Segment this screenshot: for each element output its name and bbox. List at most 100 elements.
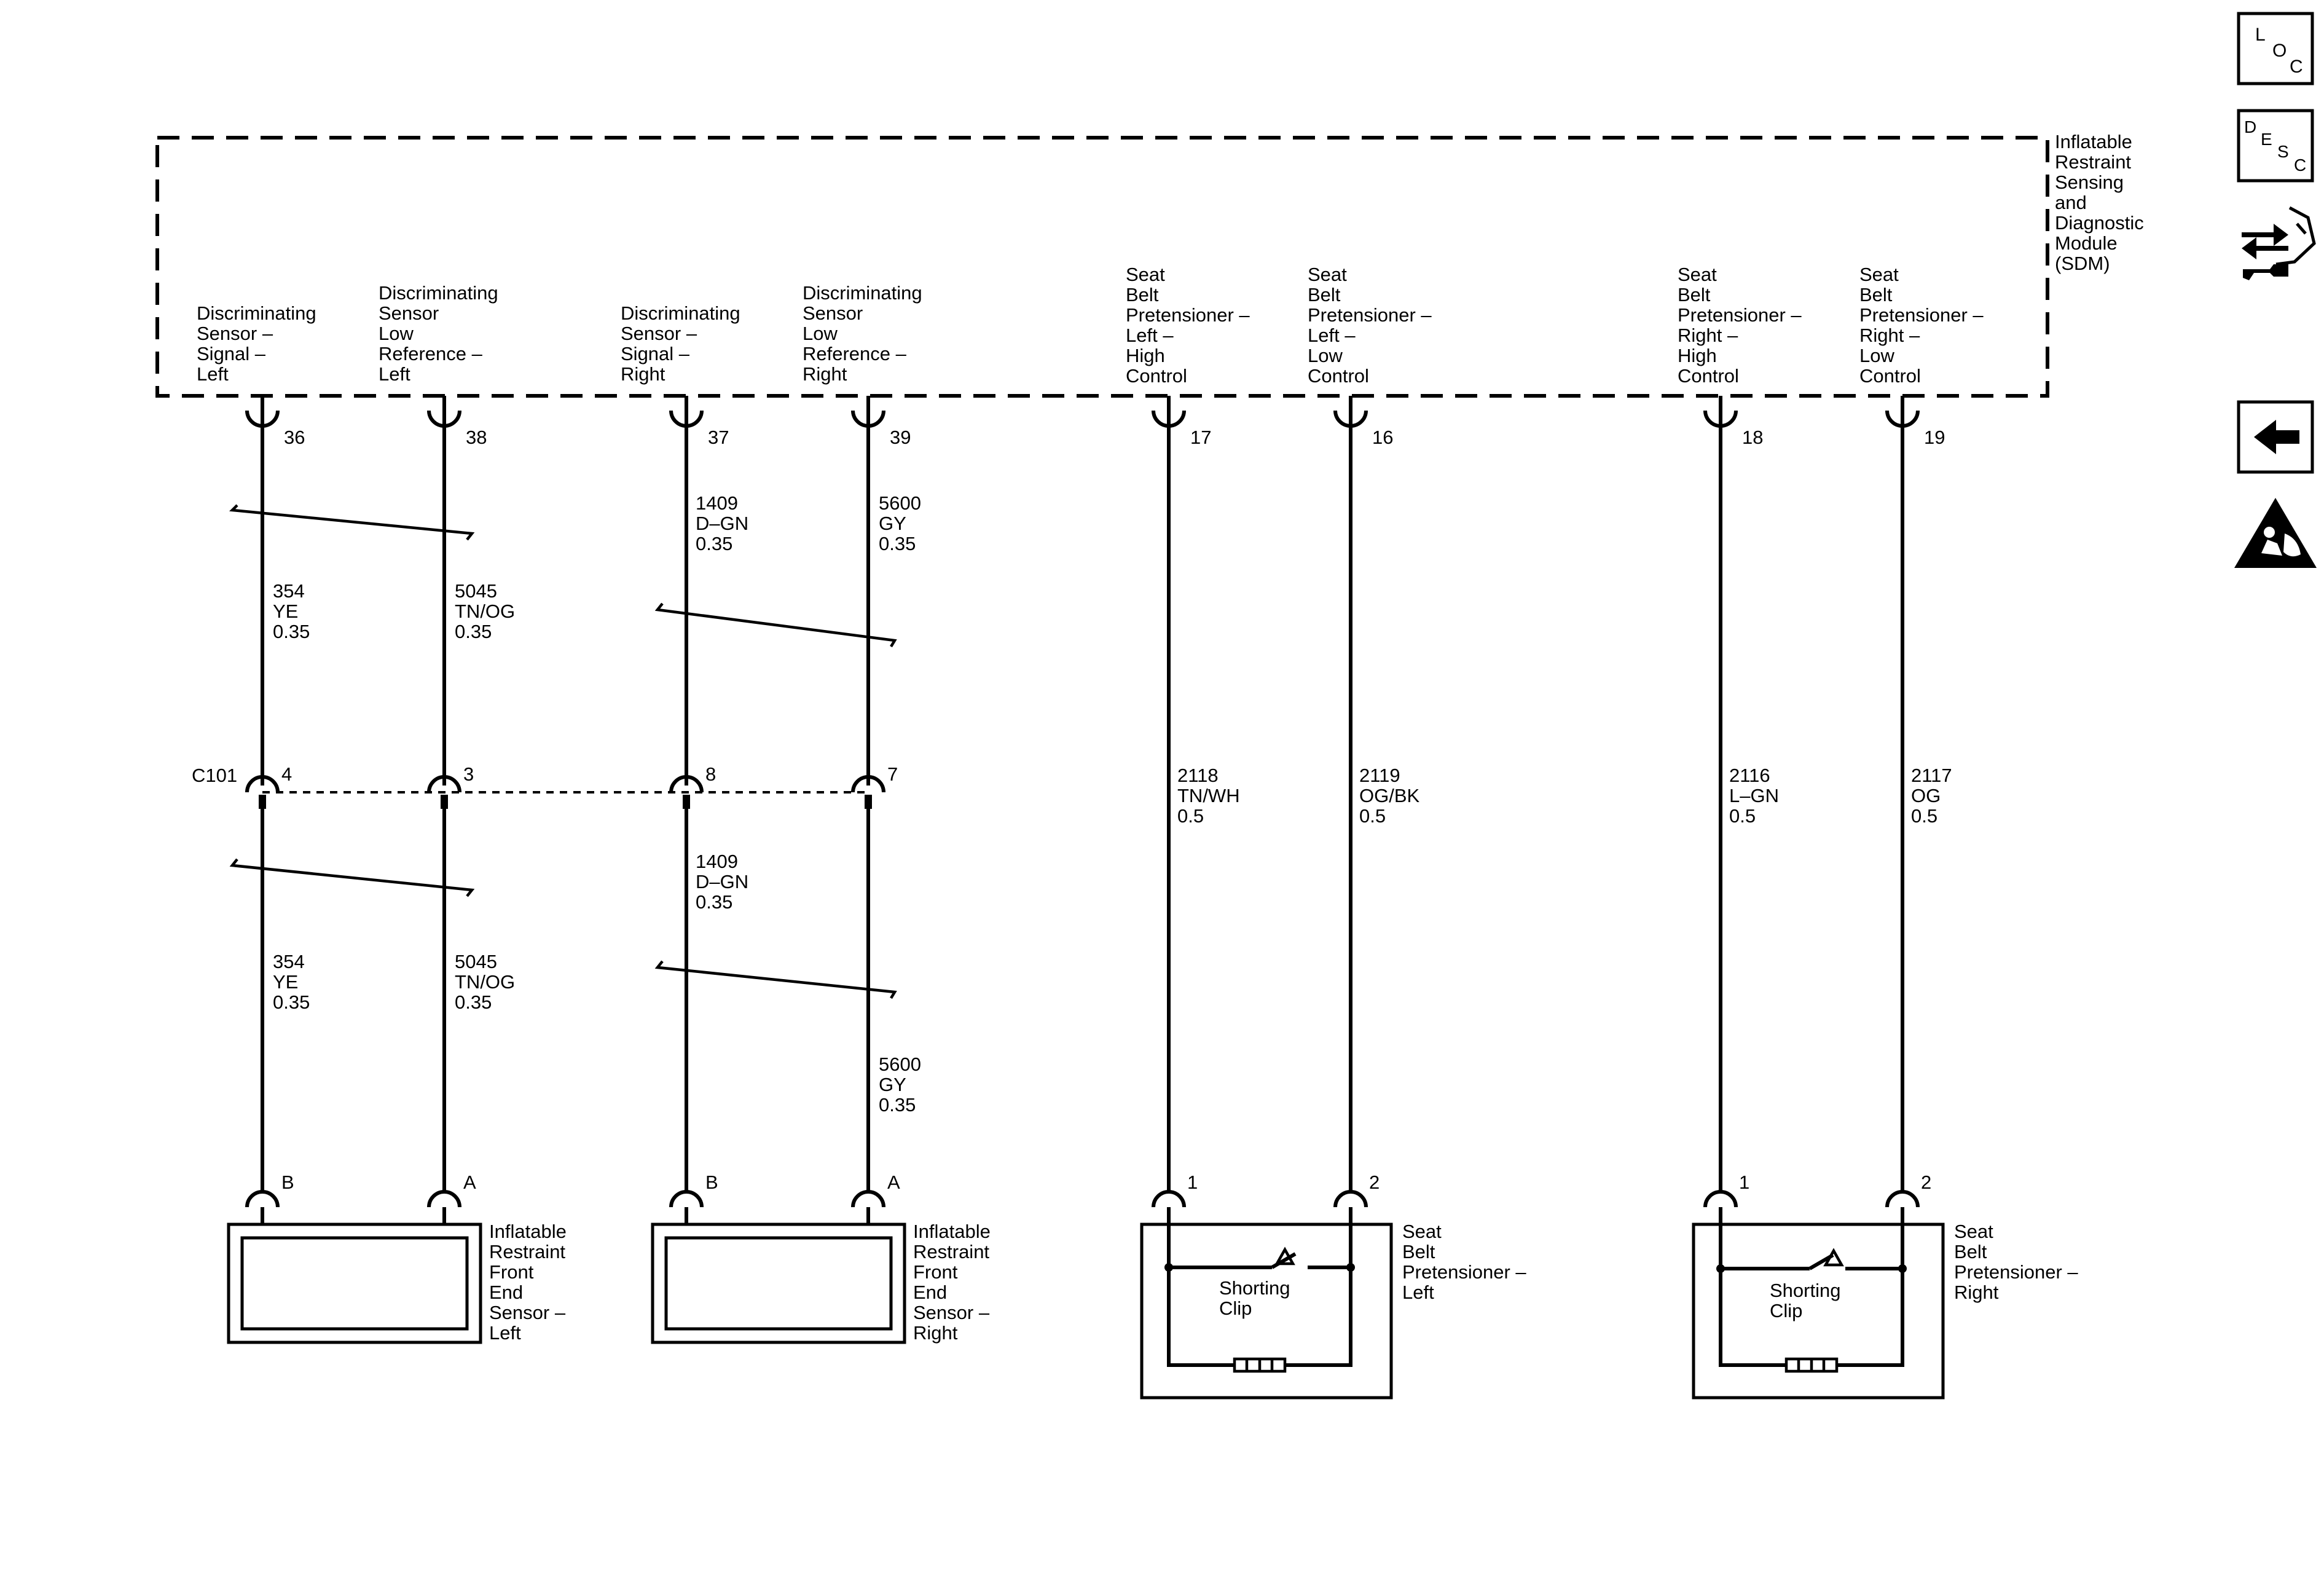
pin-number-37: 37 [708,427,729,448]
svg-text:C: C [2294,156,2306,175]
back-arrow-button[interactable] [2237,400,2314,474]
pretensioner-left-label: Seat Belt Pretensioner – Left [1402,1221,1531,1303]
loc-button[interactable]: L O C [2237,12,2314,85]
shorting-clip-left-actuator [1274,1246,1295,1266]
c101-pin-number-4: 4 [281,763,292,785]
front-end-sensor-right-inner [664,1236,893,1331]
front-end-sensor-right-label: Inflatable Restraint Front End Sensor – … [913,1221,995,1344]
pretensioner-right: Shorting Clip Seat Belt Pretensioner – R… [1692,1221,2083,1400]
twisted-pair-markers [229,504,897,999]
pretensioner-right-terminal-2 [1885,1190,1920,1224]
bottom-pin-2-left: 2 [1369,1171,1380,1193]
pretensioner-left-terminal-2 [1333,1190,1368,1224]
wire-label-354-lower: 354 YE 0.35 [273,951,310,1013]
shorting-clip-left-switch [1271,1252,1297,1269]
wire-label-1409-lower: 1409 D–GN 0.35 [696,851,754,913]
sdm-module-outline [155,136,2049,398]
twisted-pair-marker-left-lower [229,858,475,897]
shorting-clip-right-node-a [1716,1264,1725,1273]
pretensioner-left-squib [1233,1357,1287,1373]
desc-icon [2237,109,2314,183]
front-end-sensor-left-inner [240,1236,469,1331]
connector-end-view-icon[interactable] [2242,206,2316,280]
pin-label-18: Seat Belt Pretensioner – Right – High Co… [1678,264,1807,387]
pretensioner-right-label: Seat Belt Pretensioner – Right [1954,1221,2083,1303]
shorting-clip-right-label: Shorting Clip [1770,1280,1846,1321]
c101-pin-3 [441,795,448,809]
front-end-sensor-left: Inflatable Restraint Front End Sensor – … [227,1221,571,1344]
loc-icon [2237,12,2314,85]
c101-cup-8 [669,775,704,793]
bottom-pin-1-left: 1 [1187,1171,1198,1193]
bottom-pin-b-left: B [281,1171,294,1193]
svg-text:C: C [2290,57,2303,77]
pin-label-19: Seat Belt Pretensioner – Right – Low Con… [1859,264,1988,387]
pretensioner-right-squib [1784,1357,1839,1373]
c101-cup-7 [851,775,885,793]
pretensioner-right-terminal-1 [1703,1190,1738,1224]
sensor-left-terminal-a [427,1190,461,1224]
c101-cup-3 [427,775,461,793]
pin-number-19: 19 [1924,427,1945,448]
twisted-pair-marker-left-upper [229,504,475,541]
pretensioner-left-outline [1140,1223,1393,1400]
connector-c101-label: C101 [192,765,237,786]
front-end-sensor-left-label: Inflatable Restraint Front End Sensor – … [489,1221,571,1344]
wire-label-5045-lower: 5045 TN/OG 0.35 [455,951,520,1013]
wire-label-5600-upper: 5600 GY 0.35 [879,492,927,554]
shorting-clip-right-node-b [1898,1264,1907,1273]
pin-number-17: 17 [1190,427,1211,448]
twisted-pair-marker-right-lower [654,960,897,999]
pin-number-16: 16 [1372,427,1393,448]
front-end-sensor-right: Inflatable Restraint Front End Sensor – … [651,1221,995,1344]
wire-label-2119: 2119 OG/BK 0.5 [1359,765,1425,827]
c101-pin-8 [683,795,690,809]
pin-label-38: Discriminating Sensor Low Reference – Le… [379,282,503,385]
shorting-clip-left-node-a [1164,1263,1173,1272]
pin-number-18: 18 [1742,427,1763,448]
sdm-terminals [245,396,1920,428]
desc-button[interactable]: D E S C [2237,109,2314,183]
pin-label-36: Discriminating Sensor – Signal – Left [197,302,321,385]
sensor-right-terminal-b [669,1190,704,1224]
shorting-clip-right-actuator [1823,1248,1844,1267]
pretensioner-right-outline [1692,1223,1945,1400]
bottom-pin-2-right: 2 [1921,1171,1931,1193]
front-end-sensor-right-outer [651,1223,906,1344]
pretensioner-left-terminal-1 [1152,1190,1186,1224]
pin-label-39: Discriminating Sensor Low Reference – Ri… [803,282,927,385]
bottom-pin-1-right: 1 [1739,1171,1749,1193]
sensor-left-terminal-b [245,1190,280,1224]
pin-label-16: Seat Belt Pretensioner – Left – Low Cont… [1308,264,1437,387]
c101-pin-7 [865,795,872,809]
c101-pin-number-8: 8 [705,763,716,785]
twisted-pair-marker-right-upper [654,602,897,648]
pin-number-36: 36 [284,427,305,448]
wire-label-5045-upper: 5045 TN/OG 0.35 [455,580,520,642]
svg-text:L: L [2255,25,2266,45]
pin-label-17: Seat Belt Pretensioner – Left – High Con… [1126,264,1255,387]
wire-label-5600-lower: 5600 GY 0.35 [879,1053,927,1116]
bottom-pin-a-left: A [463,1171,476,1193]
pin-number-39: 39 [890,427,911,448]
sensor-right-terminal-a [851,1190,885,1224]
component-terminals: B A B A 1 2 1 2 [245,1171,1931,1224]
svg-text:D: D [2244,117,2256,136]
connector-c101: C101 4 3 8 7 [192,763,898,809]
wire-label-2118: 2118 TN/WH 0.5 [1177,765,1245,827]
pin-number-38: 38 [466,427,487,448]
shorting-clip-left-label: Shorting Clip [1219,1277,1295,1319]
front-end-sensor-left-outer [227,1223,482,1344]
bottom-pin-a-right: A [887,1171,900,1193]
wire-label-2117: 2117 OG 0.5 [1911,765,1957,827]
c101-pin-number-3: 3 [463,763,474,785]
shorting-clip-left-node-b [1346,1263,1355,1272]
bottom-pin-b-right: B [705,1171,718,1193]
sdm-module: Inflatable Restraint Sensing and Diagnos… [155,131,2144,398]
airbag-warning-icon[interactable] [2234,498,2317,568]
sdm-pin-numbers: 36 38 37 39 17 16 18 19 [284,427,1945,448]
wire-labels-lower: 354 YE 0.35 5045 TN/OG 0.35 1409 D–GN 0.… [273,851,927,1116]
svg-text:E: E [2261,130,2272,149]
wires [261,411,1904,1192]
c101-cup-4 [245,775,280,793]
